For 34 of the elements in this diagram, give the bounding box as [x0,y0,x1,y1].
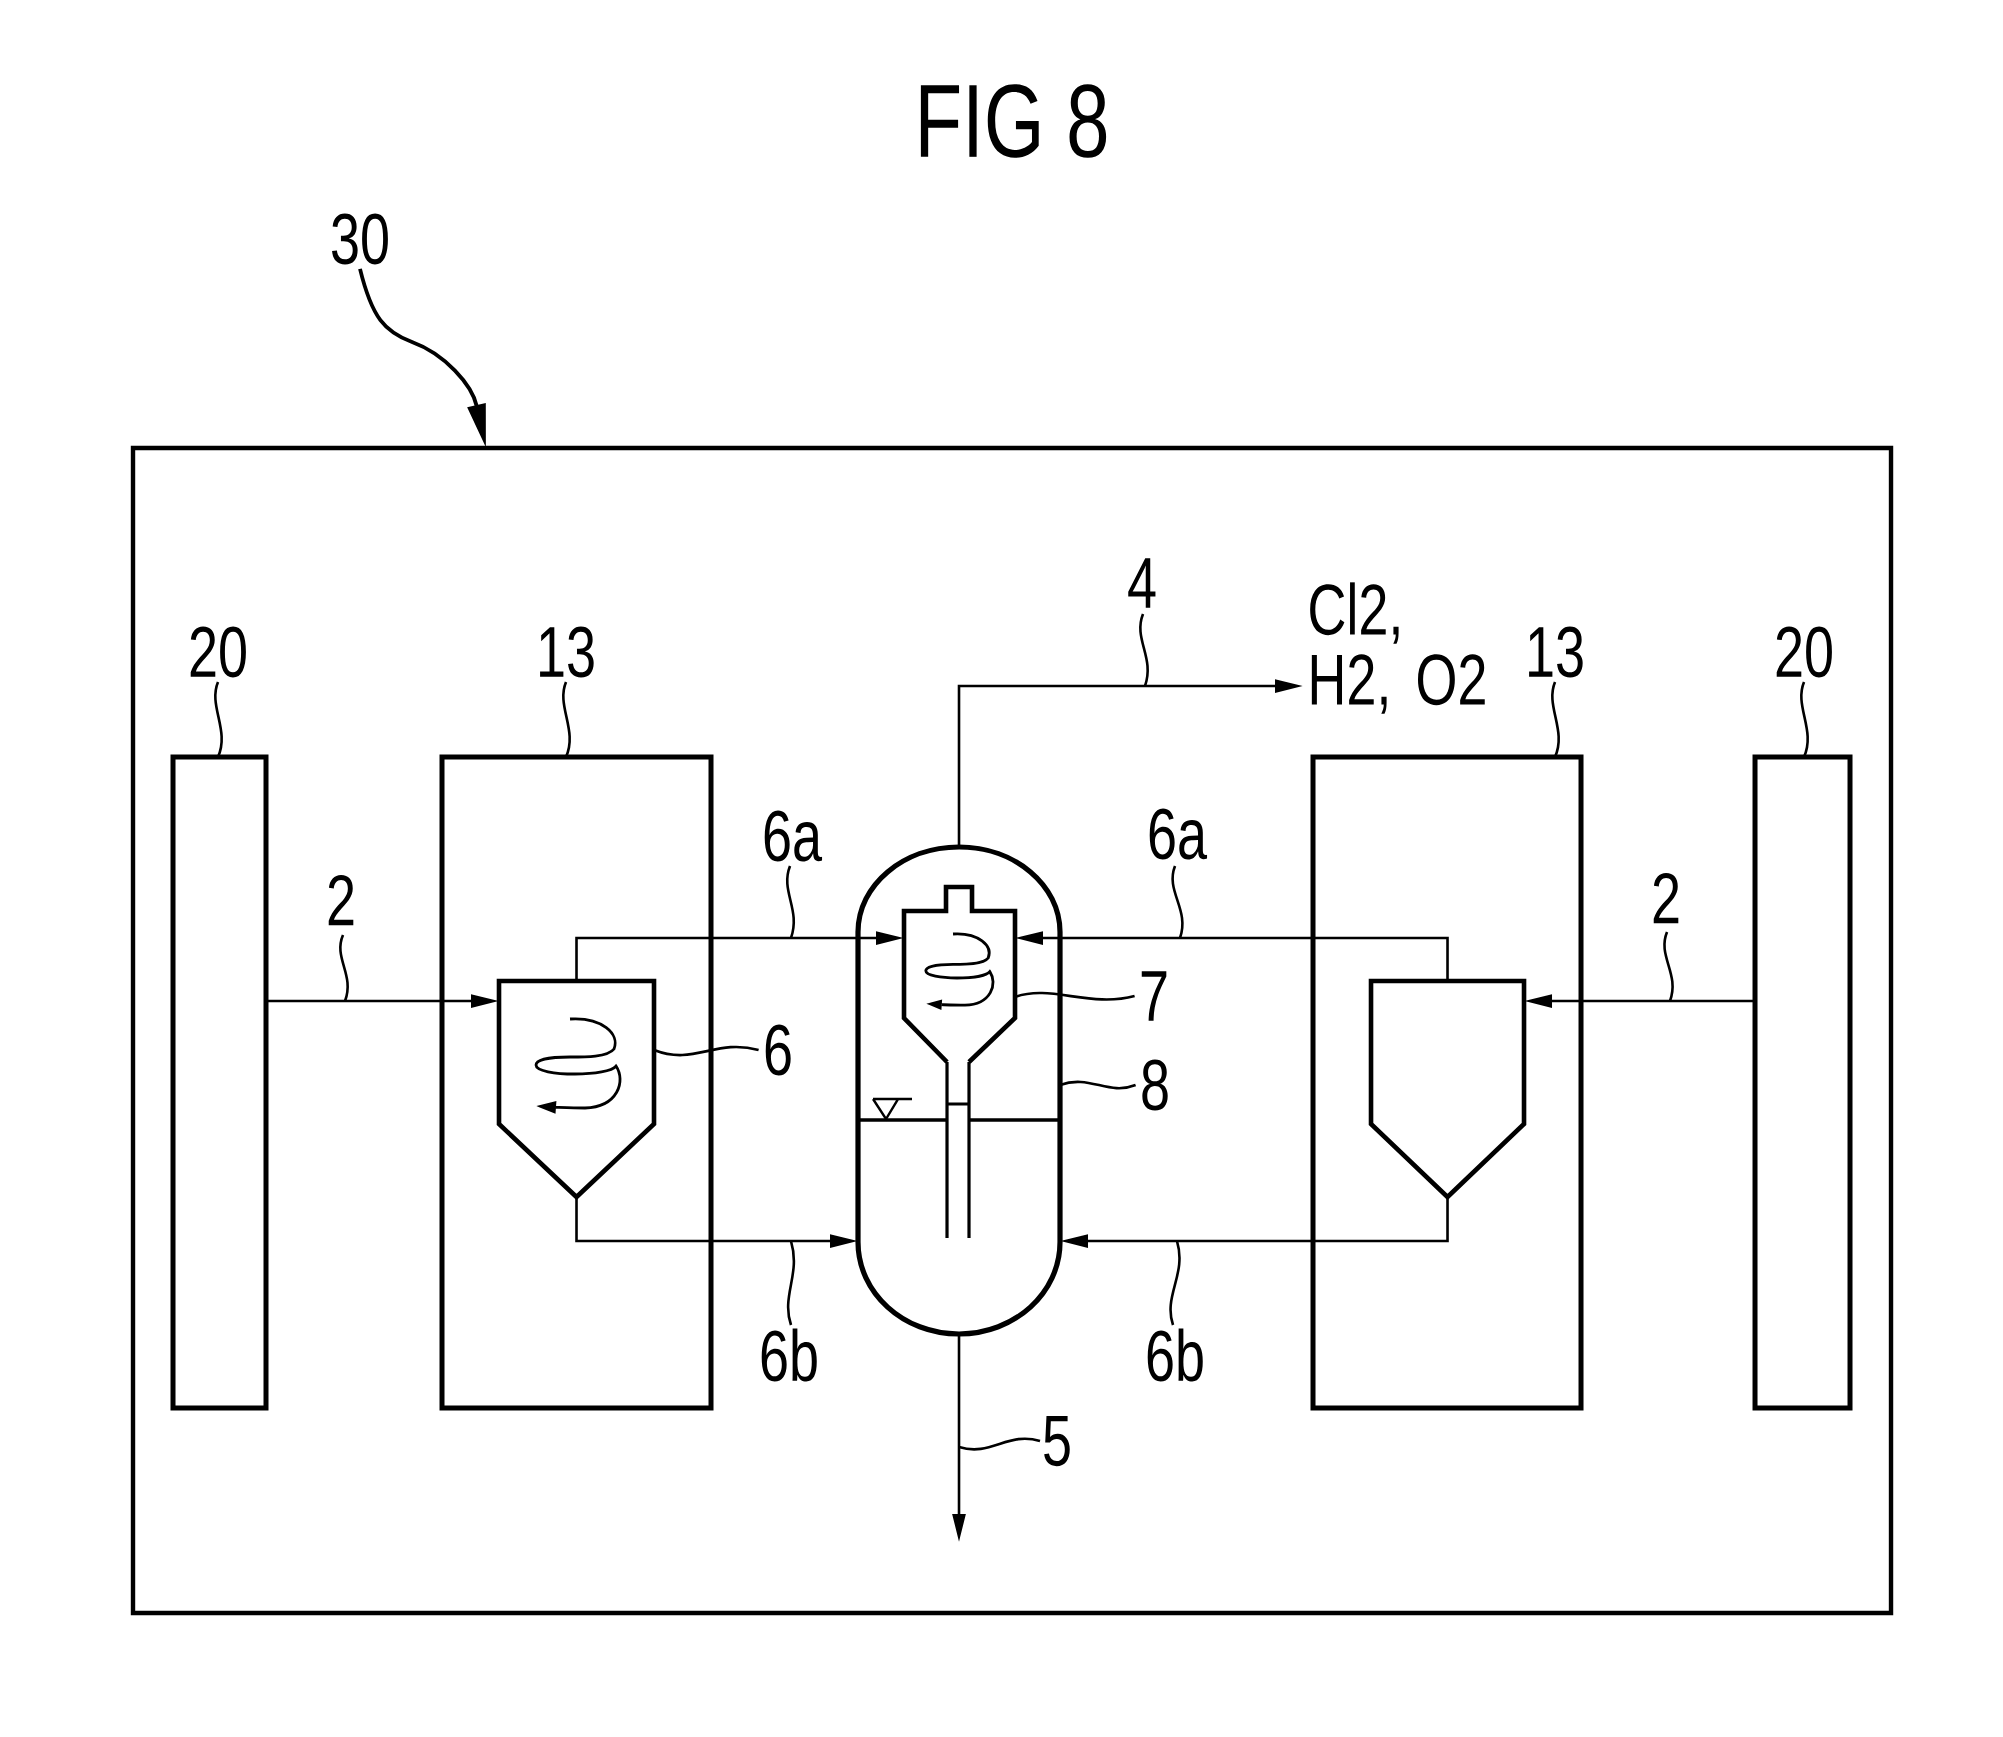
title: FIG 8 [920,84,1107,158]
reference-numeral: 20 [1776,626,1832,678]
cyclone-symbol [1368,978,1527,1201]
edge-label: 6a [1149,808,1208,939]
outer-frame [130,445,1894,1616]
unit-box [170,754,269,1411]
edge-label: 6a [764,810,823,939]
edge-label: 6b [1147,1240,1203,1382]
edge-label: 4 [1128,558,1156,687]
cyclone-symbol [496,978,657,1201]
reference-numeral: 7 [1141,971,1167,1021]
unit-box [439,754,714,1411]
unit-box [1310,754,1584,1411]
leader-line [1059,1080,1136,1090]
reference-numeral: 8 [1142,1059,1168,1111]
reference-numeral: 6 [765,1024,791,1076]
cyclone-symbol [901,884,1018,1064]
reference-numeral: 30 [332,213,388,265]
leader-line [562,681,571,758]
leader-line [214,681,223,758]
edge-label: 5 [958,1415,1070,1467]
reference-numeral: 13 [540,626,594,678]
leader-line [1014,991,1135,1001]
reference-numeral: 13 [1529,626,1583,678]
product-label: Cl2, H2, O2 [1310,582,1485,714]
leader-line [653,1045,759,1057]
edge-label: 2 [1653,872,1679,1002]
unit-box [1752,754,1853,1411]
leader-line [1551,681,1560,758]
edge-label: 2 [328,874,354,1002]
reference-numeral: 20 [190,626,246,678]
vessel [855,844,1063,1337]
leader-line [1800,681,1809,758]
edge-label: 6b [761,1240,817,1382]
